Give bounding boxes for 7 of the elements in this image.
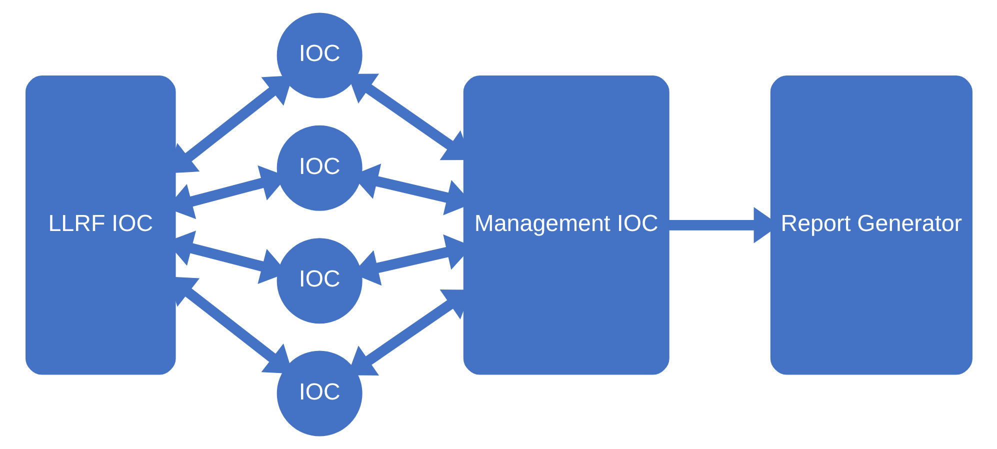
node-box: LLRF IOC [25,76,176,375]
node-circle: IOC [276,12,362,98]
node-circle: IOC [276,125,362,211]
node-circle: IOC [276,350,362,436]
node-box: Management IOC [462,76,669,375]
node-box: Report Generator [770,76,972,375]
node-circle: IOC [276,238,362,324]
